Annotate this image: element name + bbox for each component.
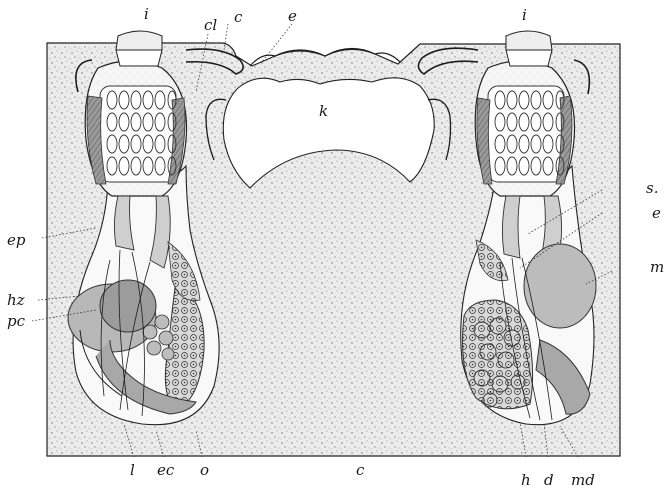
label-d: d	[544, 471, 554, 489]
label-e-top: e	[288, 7, 297, 25]
label-pc: pc	[7, 312, 26, 330]
label-i-left: i	[144, 5, 149, 23]
label-hz: hz	[7, 291, 25, 309]
label-m: m	[650, 258, 664, 276]
label-md: md	[571, 471, 595, 489]
label-k: k	[319, 102, 328, 120]
label-cl: cl	[204, 16, 217, 34]
label-l: l	[130, 461, 135, 479]
label-s: s.	[646, 179, 658, 197]
label-o: o	[200, 461, 209, 479]
label-c-bottom: c	[356, 461, 365, 479]
label-c-top: c	[234, 8, 243, 26]
label-e-right: e	[652, 204, 661, 222]
label-ep: ep	[7, 231, 26, 249]
label-i-right: i	[522, 6, 527, 24]
label-h: h	[521, 471, 531, 489]
label-ec: ec	[157, 461, 175, 479]
